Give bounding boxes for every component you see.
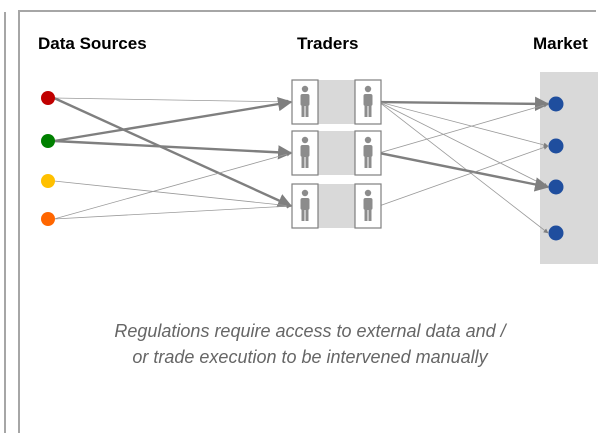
heading-markets: Market	[533, 34, 588, 53]
flow-source-4-to-trader-3	[53, 203, 292, 220]
person-icon	[300, 85, 310, 117]
trader-box	[354, 130, 382, 176]
trader-group-2	[291, 130, 382, 176]
caption-line-2: or trade execution to be intervened manu…	[132, 347, 488, 367]
heading-traders: Traders	[297, 34, 359, 53]
slide-frame	[18, 10, 596, 433]
left-border	[0, 12, 6, 433]
flow-source-2-to-trader-2	[53, 139, 293, 160]
person-body	[363, 145, 373, 157]
person-leg	[301, 210, 305, 221]
person-head	[301, 189, 309, 197]
person-body	[300, 94, 310, 106]
person-head	[364, 189, 372, 197]
trader-box	[354, 79, 382, 125]
source-3-dot	[41, 174, 55, 188]
person-head	[364, 85, 372, 93]
trader-box	[291, 183, 319, 229]
person-body	[300, 198, 310, 210]
trader-box	[291, 130, 319, 176]
person-icon	[363, 85, 373, 117]
market-4-dot	[548, 225, 564, 241]
person-leg	[368, 210, 372, 221]
person-leg	[305, 106, 309, 117]
trader-group-1	[291, 79, 382, 125]
market-2-dot	[548, 138, 564, 154]
flow-trader-1-to-market-3	[378, 101, 549, 188]
person-icon	[363, 136, 373, 168]
source-1-dot	[41, 91, 55, 105]
person-icon	[300, 189, 310, 221]
person-head	[364, 136, 372, 144]
person-leg	[305, 210, 309, 221]
person-head	[301, 85, 309, 93]
caption: Regulations require access to external d…	[50, 318, 570, 370]
person-icon	[300, 136, 310, 168]
flow-trader-1-to-market-2	[378, 101, 549, 148]
flow-trader-1-to-market-1	[378, 96, 550, 112]
person-leg	[305, 157, 309, 168]
person-leg	[301, 157, 305, 168]
person-head	[301, 136, 309, 144]
source-4-dot	[41, 212, 55, 226]
caption-line-1: Regulations require access to external d…	[114, 321, 506, 341]
flow-trader-2-to-market-3	[378, 151, 550, 192]
trader-box	[354, 183, 382, 229]
flow-trader-2-to-market-1	[378, 102, 549, 154]
person-body	[300, 145, 310, 157]
market-3-dot	[548, 179, 564, 195]
person-leg	[368, 157, 372, 168]
flow-source-4-to-trader-2	[53, 151, 292, 220]
flow-source-1-to-trader-1	[53, 97, 292, 105]
person-body	[363, 198, 373, 210]
person-leg	[364, 210, 368, 221]
person-leg	[364, 157, 368, 168]
person-leg	[364, 106, 368, 117]
person-leg	[368, 106, 372, 117]
person-leg	[301, 106, 305, 117]
flow-source-3-to-trader-3	[53, 180, 292, 208]
market-1-dot	[548, 96, 564, 112]
flow-trader-1-to-market-4	[378, 101, 549, 234]
source-2-dot	[41, 134, 55, 148]
heading-data-sources: Data Sources	[38, 34, 147, 53]
flow-trader-3-to-market-2	[378, 145, 549, 207]
trader-box	[291, 79, 319, 125]
person-body	[363, 94, 373, 106]
flow-source-1-to-trader-3	[53, 96, 293, 208]
person-icon	[363, 189, 373, 221]
trader-group-3	[291, 183, 382, 229]
market-panel	[540, 72, 598, 264]
flow-source-2-to-trader-1	[53, 96, 293, 143]
